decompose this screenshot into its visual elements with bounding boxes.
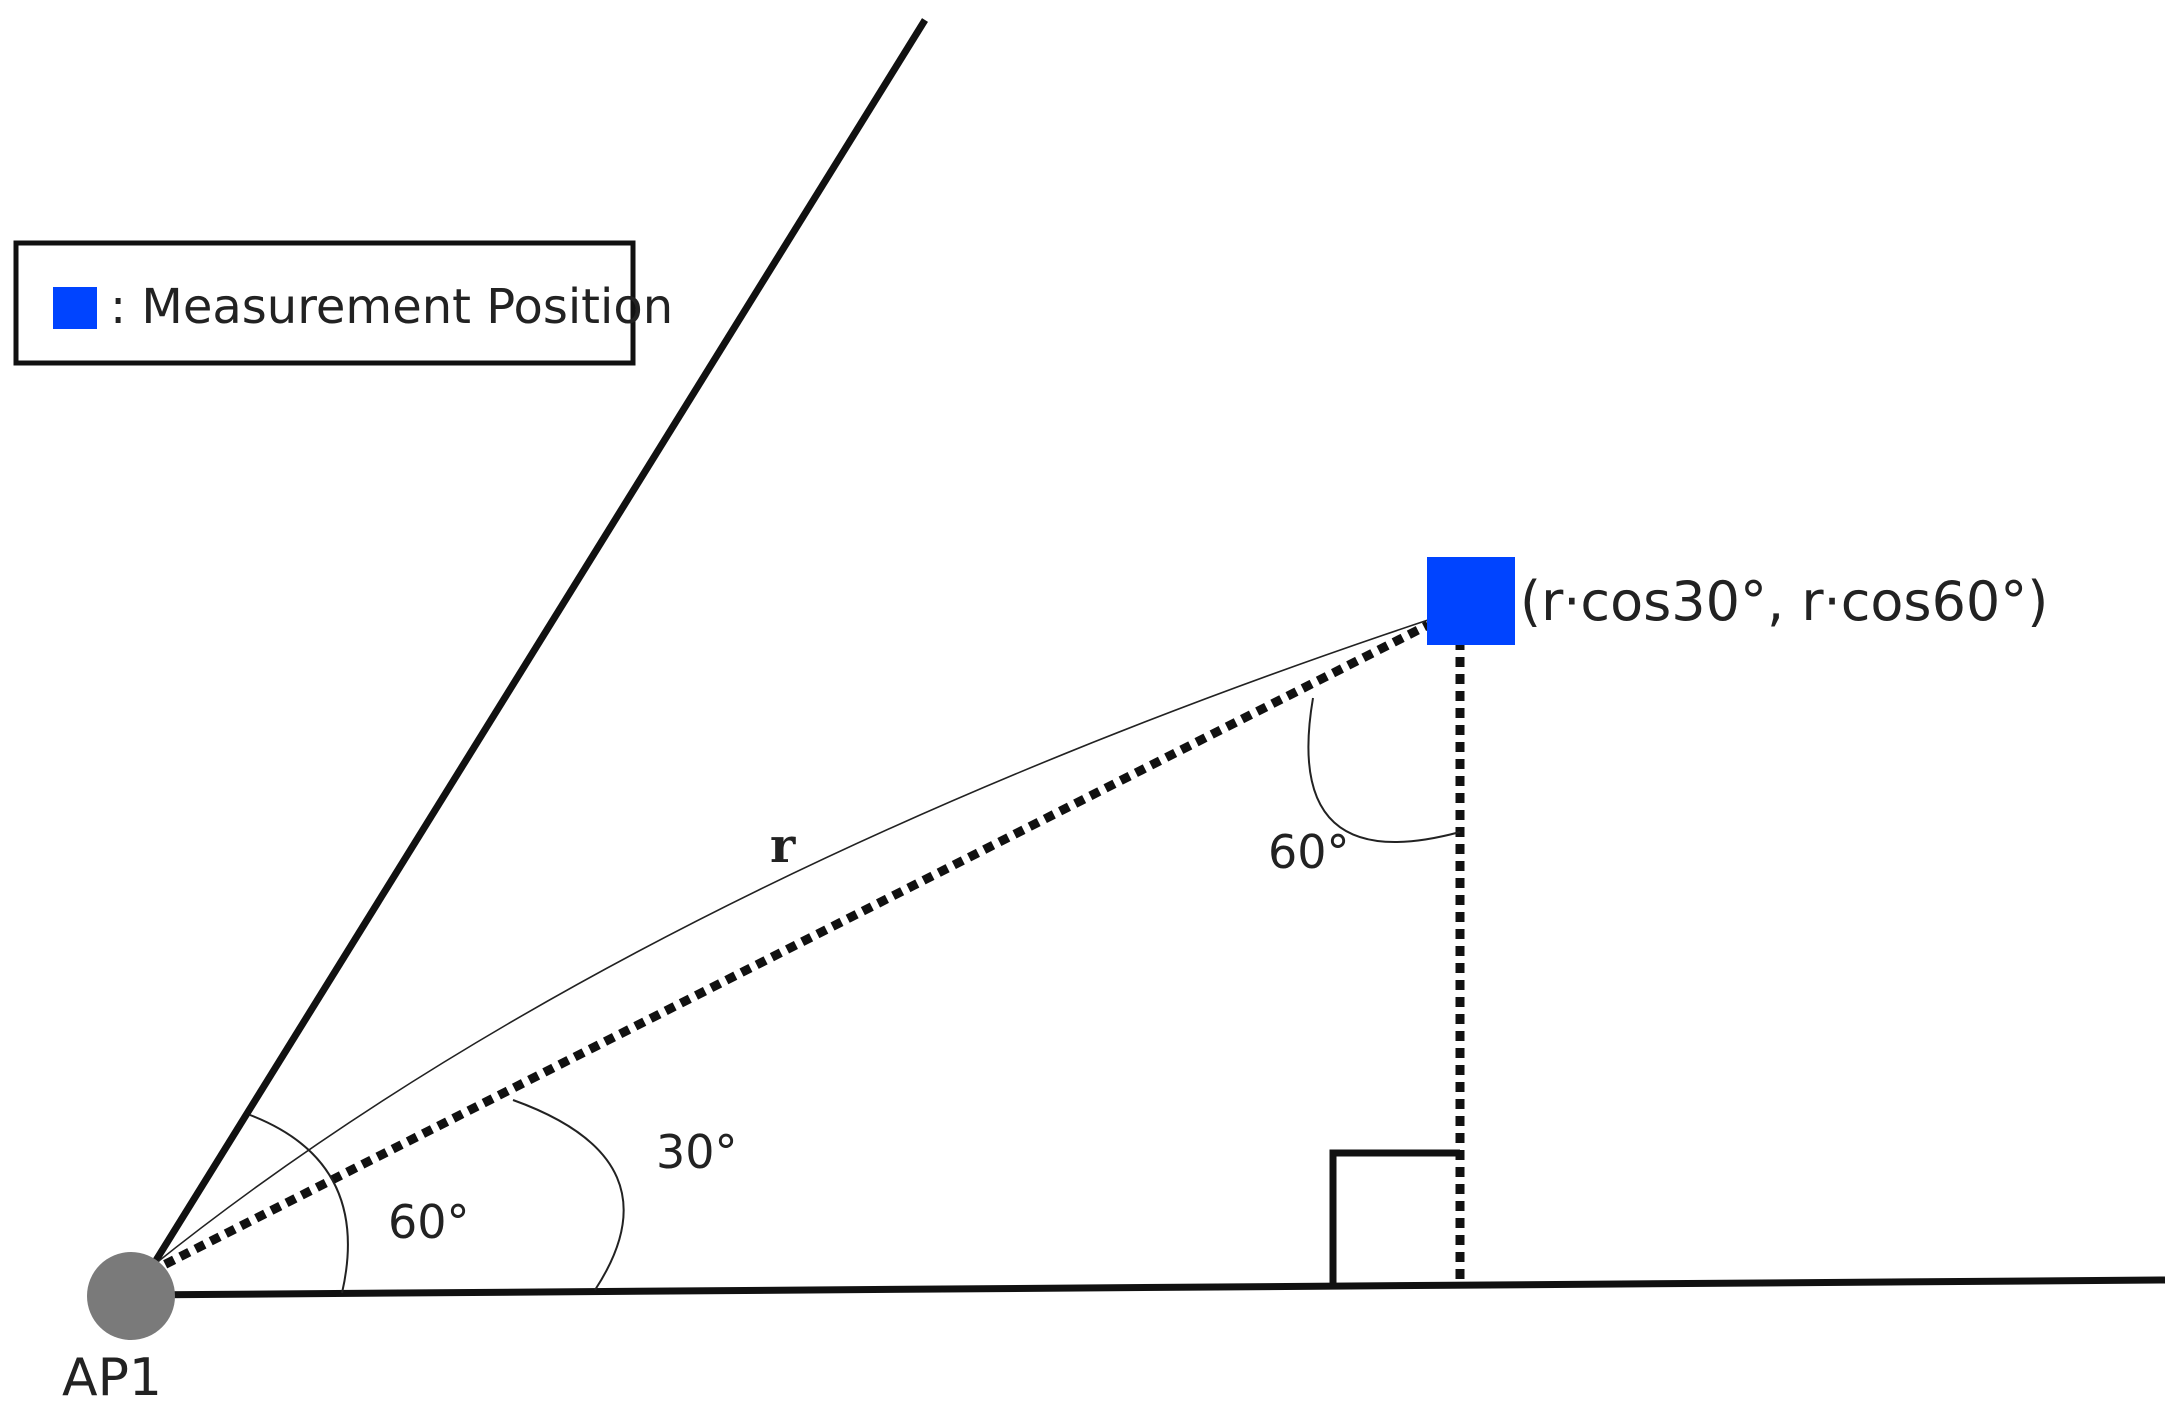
- distance-r-label: r: [770, 818, 796, 874]
- access-point-node: [87, 1252, 175, 1340]
- measurement-position-marker: [1427, 557, 1515, 645]
- elevation-angle-arc: [512, 1099, 625, 1291]
- sector-angle-arc: [249, 1114, 349, 1294]
- elevation-angle-label: 30°: [656, 1125, 738, 1179]
- sector-angle-label: 60°: [388, 1195, 470, 1249]
- legend-label: : Measurement Position: [110, 279, 673, 335]
- distance-r-dotted-line: [147, 620, 1431, 1277]
- baseline-axis: [129, 1276, 2166, 1299]
- right-angle-marker: [1329, 1149, 1460, 1285]
- legend-measurement-swatch: [53, 287, 97, 329]
- legend: : Measurement Position: [13, 240, 673, 366]
- legend-box: [13, 240, 636, 366]
- measurement-coordinate-label: (r·cos30°, r·cos60°): [1520, 570, 2048, 633]
- signal-path-curve: [149, 619, 1429, 1269]
- sector-boundary-line: [147, 18, 928, 1272]
- access-point-label: AP1: [62, 1348, 162, 1408]
- top-angle-label: 60°: [1268, 825, 1350, 879]
- top-angle-arc: [1307, 697, 1461, 843]
